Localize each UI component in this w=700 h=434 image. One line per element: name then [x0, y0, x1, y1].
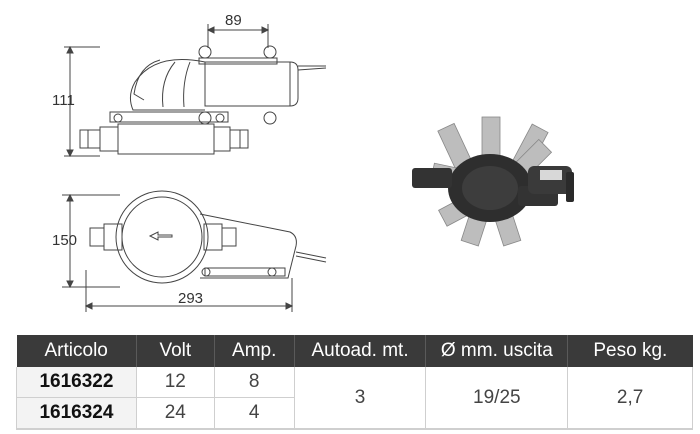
header-peso: Peso kg. [567, 335, 693, 367]
cell-autoad: 3 [293, 367, 427, 430]
cell-uscita: 19/25 [425, 367, 569, 430]
header-articolo: Articolo [16, 335, 137, 367]
table-header-row: Articolo Volt Amp. Autoad. mt. Ø mm. usc… [16, 335, 693, 367]
cell-volt: 24 [135, 397, 215, 430]
header-amp: Amp. [214, 335, 295, 367]
header-uscita: Ø mm. uscita [425, 335, 569, 367]
cell-amp: 8 [213, 367, 295, 398]
dimension-height-side: 111 [52, 92, 75, 109]
header-volt: Volt [136, 335, 215, 367]
cell-articolo: 1616322 [16, 367, 137, 398]
dimension-height-plan: 150 [52, 232, 78, 249]
technical-drawing [62, 24, 574, 312]
table-row: 1616324 24 4 [16, 397, 693, 430]
dimension-length-plan: 293 [178, 290, 204, 307]
table-row: 1616322 12 8 3 19/25 2,7 [16, 367, 693, 430]
side-view-drawing [64, 24, 327, 158]
cell-articolo: 1616324 [16, 397, 137, 430]
specification-table: Articolo Volt Amp. Autoad. mt. Ø mm. usc… [16, 335, 693, 430]
cell-peso: 2,7 [567, 367, 693, 430]
impeller-pump-image [412, 116, 574, 247]
header-autoad: Autoad. mt. [294, 335, 427, 367]
dimension-width-top: 89 [225, 12, 242, 29]
cell-amp: 4 [213, 397, 295, 430]
plan-view-drawing [62, 190, 327, 312]
cell-volt: 12 [135, 367, 215, 398]
